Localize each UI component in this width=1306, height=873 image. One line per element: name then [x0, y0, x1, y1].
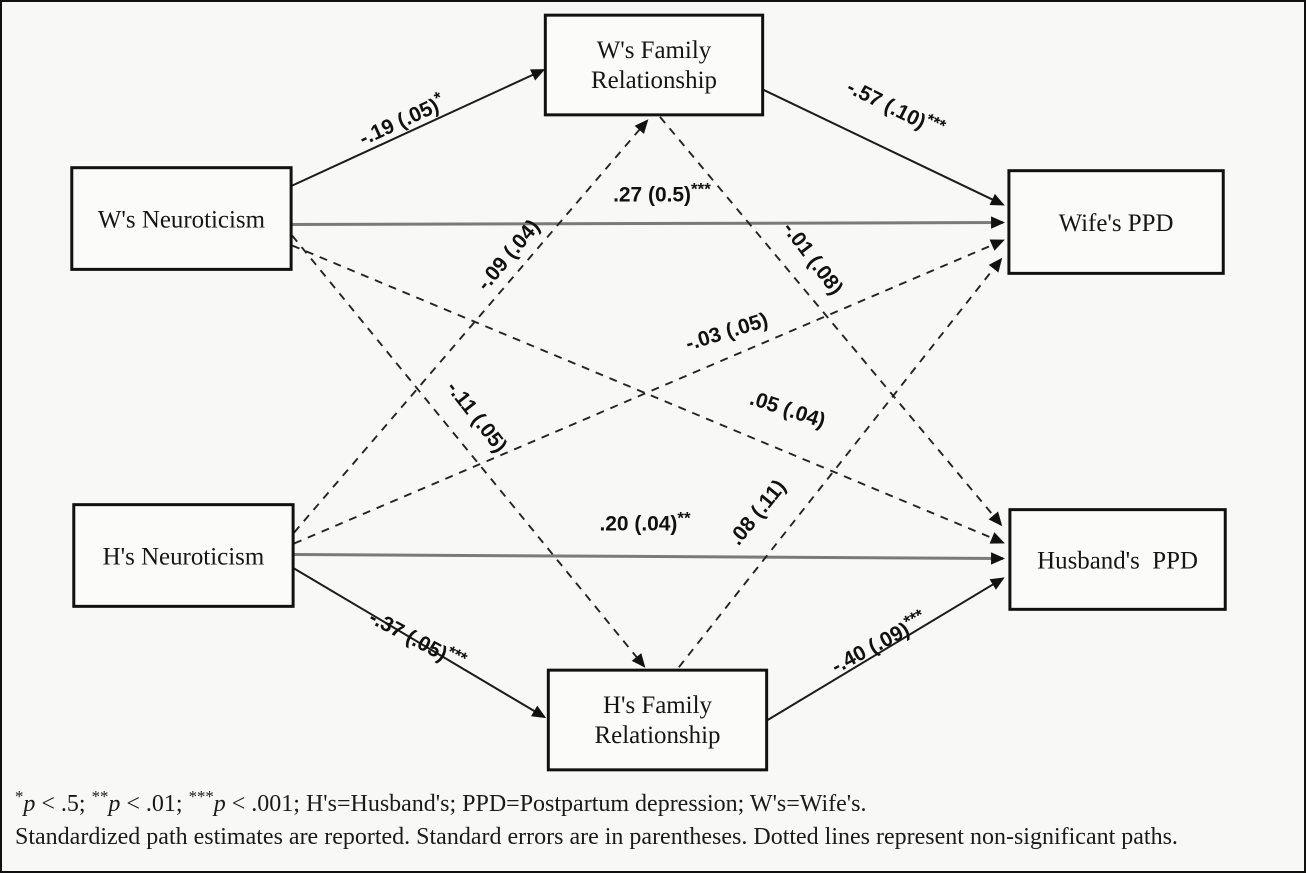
path-line-wn-hfr: [291, 234, 646, 668]
path-coefficient-wn-hfr: -.11 (.05): [442, 377, 512, 457]
node-box-hppd: [1008, 508, 1227, 611]
edge-labels-layer: -.19 (.05)*.27 (0.5)***-.57 (.10)***.20 …: [356, 72, 950, 678]
path-line-hfr-wppd: [678, 257, 1003, 668]
edges-layer: [291, 69, 1006, 721]
node-box-wppd: [1007, 169, 1225, 275]
node-label-wn: W's Neuroticism: [98, 207, 265, 234]
node-label-hn: H's Neuroticism: [103, 543, 265, 570]
path-coefficient-hn-wppd: -.03 (.05): [683, 309, 771, 356]
figure-notes: *p < .5; **p < .01; ***p < .001; H's=Hus…: [15, 788, 1295, 854]
path-coefficient-hn-hfr: -.37 (.05)***: [365, 602, 470, 675]
note-significance: *p < .5; **p < .01; ***p < .001; H's=Hus…: [15, 787, 867, 817]
path-coefficient-wn-hppd: .05 (.04): [747, 387, 828, 433]
node-box-hfr: [546, 668, 769, 772]
path-coefficient-wfr-wppd: -.57 (.10)***: [843, 72, 949, 143]
path-line-wfr-hppd: [659, 116, 1003, 527]
path-line-wn-hppd: [291, 244, 1005, 544]
path-line-hn-wfr: [293, 119, 649, 534]
path-coefficient-hn-wfr: -.09 (.04): [472, 215, 544, 295]
path-line-wfr-wppd: [763, 89, 1005, 206]
node-label-hppd: Husband's PPD: [1037, 547, 1198, 574]
path-coefficient-wfr-hppd: -.01 (.08): [778, 218, 847, 300]
path-line-hn-hfr: [293, 567, 547, 719]
path-coefficient-hfr-hppd: -.40 (.09)***: [826, 605, 931, 678]
path-coefficient-hfr-wppd: .08 (.11): [725, 475, 791, 549]
node-box-wfr: [543, 13, 765, 117]
node-box-hn: [72, 503, 295, 608]
node-label-wppd: Wife's PPD: [1059, 210, 1174, 237]
path-line-wn-wfr: [291, 69, 546, 187]
path-line-hfr-hppd: [767, 577, 1005, 721]
path-line-wn-wppd: [292, 216, 1006, 229]
path-coefficient-wn-wppd: .27 (0.5)***: [613, 180, 711, 207]
note-description: Standardized path estimates are reported…: [15, 824, 1178, 851]
path-line-hn-hppd: [294, 552, 1006, 565]
path-coefficient-hn-hppd: .20 (.04)**: [599, 509, 691, 536]
node-box-wn: [70, 166, 293, 271]
